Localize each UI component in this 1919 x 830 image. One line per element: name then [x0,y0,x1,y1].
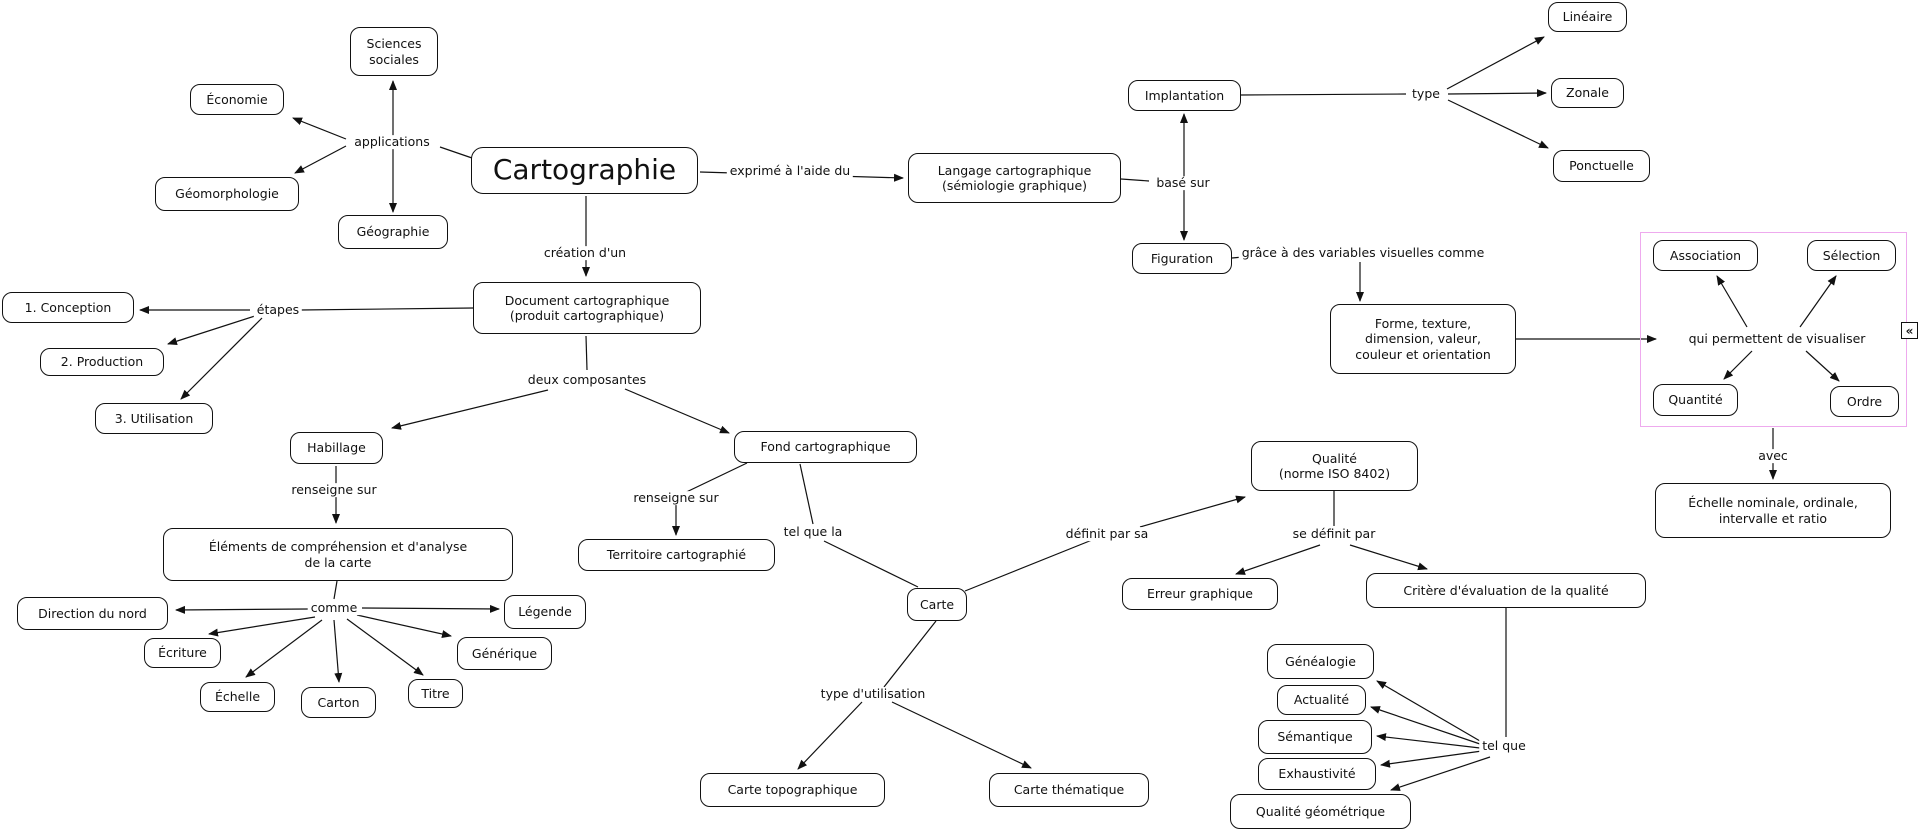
node-zonale[interactable]: Zonale [1551,78,1624,108]
node-actualite[interactable]: Actualité [1277,685,1366,715]
node-utilisation[interactable]: 3. Utilisation [95,403,213,434]
node-titre[interactable]: Titre [408,679,463,708]
link-label-renseigne-sur-1[interactable]: renseigne sur [288,483,380,497]
node-implantation[interactable]: Implantation [1128,80,1241,111]
node-sciences-sociales[interactable]: Sciences sociales [350,27,438,76]
node-quantite[interactable]: Quantité [1653,384,1738,416]
node-legende[interactable]: Légende [504,595,586,629]
collapse-icon[interactable]: « [1901,322,1918,339]
node-figuration[interactable]: Figuration [1132,243,1232,274]
node-ordre[interactable]: Ordre [1830,386,1899,417]
node-conception[interactable]: 1. Conception [2,292,134,323]
node-critere-evaluation[interactable]: Critère d'évaluation de la qualité [1366,573,1646,608]
node-ecriture[interactable]: Écriture [144,638,221,668]
node-erreur-graphique[interactable]: Erreur graphique [1122,578,1278,610]
node-ponctuelle[interactable]: Ponctuelle [1553,150,1650,182]
link-label-grace[interactable]: grâce à des variables visuelles comme [1238,246,1488,260]
node-direction-du-nord[interactable]: Direction du nord [17,597,168,630]
link-label-renseigne-sur-2[interactable]: renseigne sur [630,491,722,505]
node-habillage[interactable]: Habillage [290,432,383,464]
node-association[interactable]: Association [1653,240,1758,271]
node-genealogie[interactable]: Généalogie [1267,644,1374,679]
node-cartographie[interactable]: Cartographie [471,147,698,194]
link-label-creation[interactable]: création d'un [540,246,630,260]
node-document-cartographique[interactable]: Document cartographique (produit cartogr… [473,282,701,334]
node-semantique[interactable]: Sémantique [1258,720,1372,754]
link-label-etapes[interactable]: étapes [253,303,303,317]
link-label-exprime[interactable]: exprimé à l'aide du [726,164,854,178]
node-fond-cartographique[interactable]: Fond cartographique [734,431,917,463]
link-label-qui-permettent[interactable]: qui permettent de visualiser [1685,332,1869,346]
node-echelle-nominale[interactable]: Échelle nominale, ordinale, intervalle e… [1655,483,1891,538]
link-label-se-definit-par[interactable]: se définit par [1289,527,1379,541]
link-label-base-sur[interactable]: basé sur [1153,176,1213,190]
node-geomorphologie[interactable]: Géomorphologie [155,177,299,211]
node-echelle[interactable]: Échelle [200,682,275,712]
node-exhaustivite[interactable]: Exhaustivité [1258,758,1376,790]
node-qualite-iso[interactable]: Qualité (norme ISO 8402) [1251,441,1418,491]
node-economie[interactable]: Économie [190,84,284,115]
link-label-definit-par-sa[interactable]: définit par sa [1062,527,1152,541]
link-label-type[interactable]: type [1409,87,1443,101]
node-lineaire[interactable]: Linéaire [1548,2,1627,32]
node-production[interactable]: 2. Production [40,348,164,376]
node-selection[interactable]: Sélection [1807,240,1896,271]
link-label-deux-composantes[interactable]: deux composantes [524,373,650,387]
node-forme-texture[interactable]: Forme, texture, dimension, valeur, coule… [1330,304,1516,374]
node-geographie[interactable]: Géographie [338,215,448,249]
node-carte-topographique[interactable]: Carte topographique [700,773,885,807]
node-generique[interactable]: Générique [457,637,552,670]
node-carton[interactable]: Carton [301,687,376,718]
node-langage-cartographique[interactable]: Langage cartographique (sémiologie graph… [908,153,1121,203]
link-label-comme[interactable]: comme [307,601,361,615]
link-label-tel-que-la[interactable]: tel que la [780,525,846,539]
node-carte-thematique[interactable]: Carte thématique [989,773,1149,807]
link-label-tel-que[interactable]: tel que [1479,739,1529,753]
link-label-applications[interactable]: applications [351,135,433,149]
link-label-avec[interactable]: avec [1755,449,1791,463]
node-elements-comprehension[interactable]: Éléments de compréhension et d'analyse d… [163,528,513,581]
node-qualite-geometrique[interactable]: Qualité géométrique [1230,794,1411,829]
node-carte[interactable]: Carte [907,588,967,621]
link-label-type-utilisation[interactable]: type d'utilisation [817,687,929,701]
node-territoire-cartographie[interactable]: Territoire cartographié [578,539,775,571]
